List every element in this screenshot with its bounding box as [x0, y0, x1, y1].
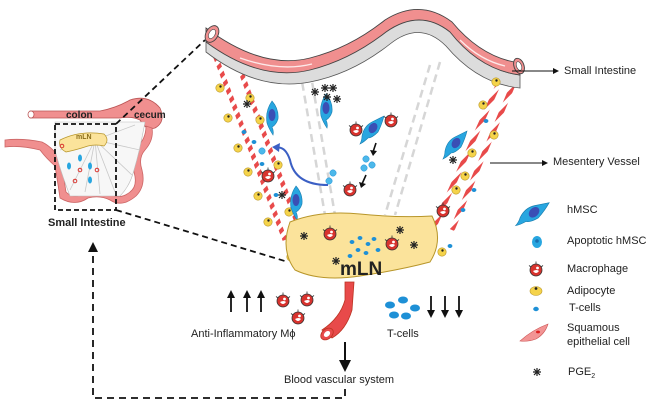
- pge-text: PGE: [568, 366, 592, 378]
- small-intestine-label: Small Intestine: [564, 65, 637, 77]
- inset-mln: [59, 132, 108, 153]
- legend-hmsc: hMSC: [567, 204, 598, 216]
- legend-pge2: PGE2: [568, 366, 595, 383]
- lymphatic-lines: [298, 61, 442, 216]
- legend-adipocyte: Adipocyte: [567, 285, 616, 297]
- migration-arrow: [274, 146, 329, 186]
- anti-inflammatory-text: Anti-Inflammatory M: [191, 328, 290, 340]
- legend-t-cells: T-cells: [569, 302, 601, 314]
- legend-macrophage: Macrophage: [567, 263, 629, 275]
- hmsc-icon: [515, 195, 550, 233]
- legend-epithelial-cell: epithelial cell: [567, 336, 630, 348]
- pge-subscript: 2: [591, 373, 596, 381]
- squamous-epithelial-cell-icon: [519, 323, 549, 342]
- inset-caption: Small Intestine: [48, 217, 126, 229]
- t-cells-cluster: [385, 296, 420, 320]
- anti-inflammatory-label: Anti-Inflammatory Mϕ: [191, 328, 296, 340]
- mesentery-vessel-label: Mesentery Vessel: [553, 156, 640, 168]
- apoptotic-hmsc-icon: [532, 236, 542, 248]
- feedback-arrowhead: [88, 242, 98, 252]
- small-intestine-loop: [4, 125, 153, 204]
- blood-vessel: [321, 281, 355, 339]
- legend-icons: [515, 195, 550, 377]
- colon-shape: [29, 97, 163, 130]
- mln-label: mLN: [340, 259, 383, 280]
- inset-zoom-box: [54, 123, 117, 211]
- inset-intestine-diagram: [4, 97, 163, 211]
- feedback-loop-path: [92, 244, 346, 399]
- tcells-outcome-label: T-cells: [387, 328, 419, 340]
- zoom-connector-top: [115, 39, 206, 125]
- blood-arrowhead: [339, 360, 351, 372]
- blood-vascular-label: Blood vascular system: [284, 374, 395, 386]
- macrophage-icon: [528, 261, 544, 277]
- t-cell-icon: [533, 306, 539, 312]
- legend-apoptotic-hmsc: Apoptotic hMSC: [567, 235, 647, 247]
- pge2-icon: [532, 367, 542, 377]
- inset-colon-label: colon: [66, 110, 93, 121]
- small-intestine-tube: [204, 9, 525, 89]
- legend-squamous: Squamous: [567, 322, 620, 334]
- adipocyte-icon: [529, 286, 543, 296]
- transition-arrows: [359, 142, 377, 188]
- inset-mln-label: mLN: [76, 134, 92, 141]
- zoom-connector-bottom: [115, 209, 289, 263]
- inset-cecum-label: cecum: [134, 110, 166, 121]
- anti-inflammatory-macrophages: [275, 291, 315, 325]
- phi-symbol: ϕ: [289, 328, 296, 340]
- inset-cells: [59, 143, 100, 184]
